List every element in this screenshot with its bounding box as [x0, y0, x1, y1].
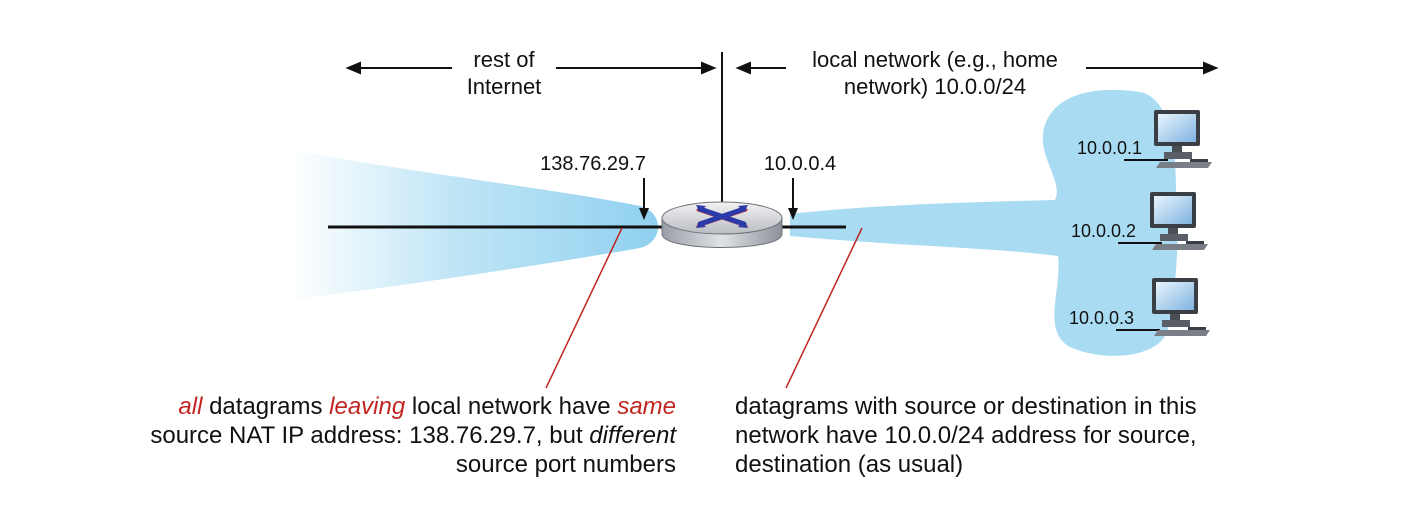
desktop-computer-icon: [1152, 278, 1210, 336]
lan-ip-arrowhead: [788, 208, 798, 220]
router-icon: [661, 201, 783, 248]
emph-leaving: leaving: [329, 393, 406, 420]
local-network-cloud: [790, 89, 1178, 356]
desktop-computer-icon: [1150, 192, 1208, 250]
host-3: 10.0.0.3: [1069, 278, 1210, 336]
note-text: source NAT IP address: 138.76.29.7, but: [150, 422, 590, 449]
left-note-line-1: all datagrams leaving local network have…: [40, 392, 676, 421]
note-text: local network have: [405, 393, 618, 420]
host-ip-label: 10.0.0.3: [1069, 308, 1134, 328]
left-note-line-3: source port numbers: [455, 451, 676, 478]
router-lan-ip: 10.0.0.4: [764, 153, 836, 175]
right-note-line-2: network have 10.0.0/24 address for sourc…: [735, 422, 1197, 449]
local-network-label-1: local network (e.g., home: [812, 47, 1058, 72]
rest-of-internet-label-1: rest of: [473, 47, 535, 72]
host-1: 10.0.0.1: [1077, 110, 1212, 168]
annotation-line-left: [545, 227, 623, 389]
router-wan-ip: 138.76.29.7: [540, 153, 646, 175]
header-arrows: [345, 61, 1219, 75]
wan-ip-arrowhead: [639, 208, 649, 220]
emph-all: all: [178, 393, 203, 420]
right-annotation-text: datagrams with source or destination in …: [735, 392, 1295, 479]
host-ip-label: 10.0.0.2: [1071, 221, 1136, 241]
note-text: datagrams: [202, 393, 330, 420]
right-note-line-3: destination (as usual): [735, 451, 964, 478]
right-note-line-1: datagrams with source or destination in …: [735, 393, 1197, 420]
emph-same: same: [617, 393, 676, 420]
desktop-computer-icon: [1154, 110, 1212, 168]
emph-different: different: [589, 422, 676, 449]
annotation-line-right: [785, 227, 863, 389]
left-note-line-2: source NAT IP address: 138.76.29.7, but …: [40, 421, 676, 450]
host-ip-label: 10.0.0.1: [1077, 138, 1142, 158]
local-network-label-2: network) 10.0.0/24: [844, 74, 1026, 99]
host-2: 10.0.0.2: [1071, 192, 1208, 250]
rest-of-internet-label-2: Internet: [467, 74, 542, 99]
internet-cloud: [290, 150, 658, 300]
left-annotation-text: all datagrams leaving local network have…: [40, 392, 676, 479]
